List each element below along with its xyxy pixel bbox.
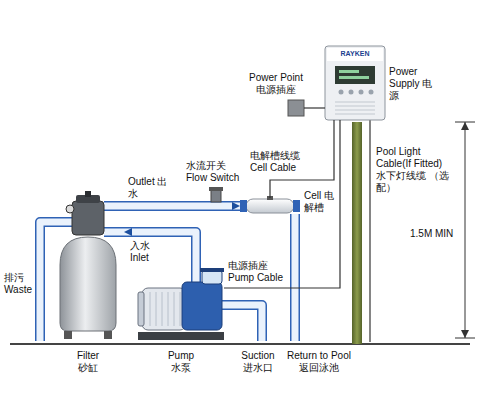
cell-union — [293, 200, 300, 212]
pump — [138, 262, 224, 340]
supply-button — [349, 90, 354, 95]
pressure-gauge — [66, 205, 74, 213]
cable-label: 电解槽线缆 Cell Cable — [250, 150, 312, 174]
callout-label: 排污 Waste — [4, 272, 34, 296]
sand-filter — [52, 191, 124, 339]
power-cable — [224, 120, 340, 288]
pipe-stub — [52, 217, 72, 227]
supply-display — [335, 66, 375, 84]
cell-body — [246, 199, 294, 213]
pump-base — [138, 332, 224, 340]
cell-union — [240, 200, 247, 212]
pool-pump: Pump 水泵 — [138, 262, 224, 340]
supply-button — [359, 90, 364, 95]
multiport-valve — [72, 201, 104, 235]
callout-label: 入水 Inlet — [130, 240, 166, 264]
supply-grille — [335, 102, 375, 114]
power-supply: RAYKENPower Supply 电源 — [325, 46, 385, 120]
callout-label: Return to Pool 返回泳池 — [284, 350, 354, 374]
display-segment — [339, 76, 369, 79]
cable-label: 电源插座 Pump Cable — [228, 260, 286, 284]
part-label: Filter 砂缸 — [72, 350, 104, 374]
motor-ribs — [150, 292, 180, 326]
power-point: Power Point 电源插座 — [288, 100, 304, 116]
pipe-stub — [104, 227, 124, 237]
part-label: Cell 电解槽 — [304, 190, 336, 214]
water-pipe — [124, 206, 240, 207]
valve-handle — [85, 191, 91, 197]
suction-pipe — [222, 305, 262, 341]
pipe-bore — [124, 203, 240, 210]
pipe-stub — [104, 229, 124, 236]
mounting-post — [352, 122, 362, 344]
cable-line — [224, 120, 340, 288]
brand-text: RAYKEN — [325, 49, 385, 58]
part-label: Power Supply 电源 — [389, 66, 433, 102]
pipe-stub — [193, 262, 200, 282]
flow-switch-body — [211, 190, 221, 202]
power-cable — [304, 108, 325, 109]
return-pipe — [292, 214, 299, 341]
callout-label: Outlet 出水 — [128, 176, 168, 200]
return-pipe — [290, 214, 300, 341]
waste-pipe — [40, 222, 52, 341]
pipe-wall — [124, 201, 240, 211]
callout-label: 水流开关 Flow Switch — [186, 160, 244, 184]
electrolytic-cell: Cell 电解槽 — [240, 198, 300, 214]
pipe-stub — [104, 203, 124, 210]
power-supply-unit — [325, 46, 385, 120]
flow-switch — [209, 187, 223, 202]
dimension-arrow — [461, 122, 469, 130]
flow-switch-cap — [209, 187, 223, 191]
supply-button — [369, 90, 374, 95]
fan-cover — [138, 292, 144, 326]
power-point-socket — [288, 100, 304, 116]
part-label: Pump 水泵 — [166, 350, 196, 374]
lid-ring — [200, 268, 224, 272]
suction-pipe — [222, 305, 262, 341]
pipe-stub — [104, 201, 124, 211]
cable-line — [304, 107, 325, 108]
callout-label: Pool Light Cable(If Fitted) 水下灯线缆 （选配） — [376, 146, 452, 194]
callout-label: Suction 进水口 — [236, 350, 280, 374]
supply-button — [339, 90, 344, 95]
dimension-line — [465, 122, 466, 338]
callout-label: 1.5M MIN — [410, 228, 460, 240]
strainer-lid — [202, 270, 222, 284]
pipe-stub — [191, 262, 201, 282]
pump-motor — [142, 288, 186, 330]
display-segment — [339, 70, 359, 73]
dimension-arrow — [461, 330, 469, 338]
waste-pipe — [40, 222, 52, 341]
ground-line — [10, 343, 470, 345]
pool-light-cable — [369, 120, 370, 342]
pipe-stub — [52, 219, 72, 226]
supply-housing — [325, 46, 385, 120]
sand-filter: Filter 砂缸 — [52, 195, 124, 340]
filter-tank — [60, 237, 116, 331]
salt-cell — [240, 196, 300, 213]
part-label: Power Point 电源插座 — [246, 72, 306, 96]
pump-housing — [182, 282, 222, 330]
filter-leg — [104, 331, 112, 339]
filter-leg — [64, 331, 72, 339]
